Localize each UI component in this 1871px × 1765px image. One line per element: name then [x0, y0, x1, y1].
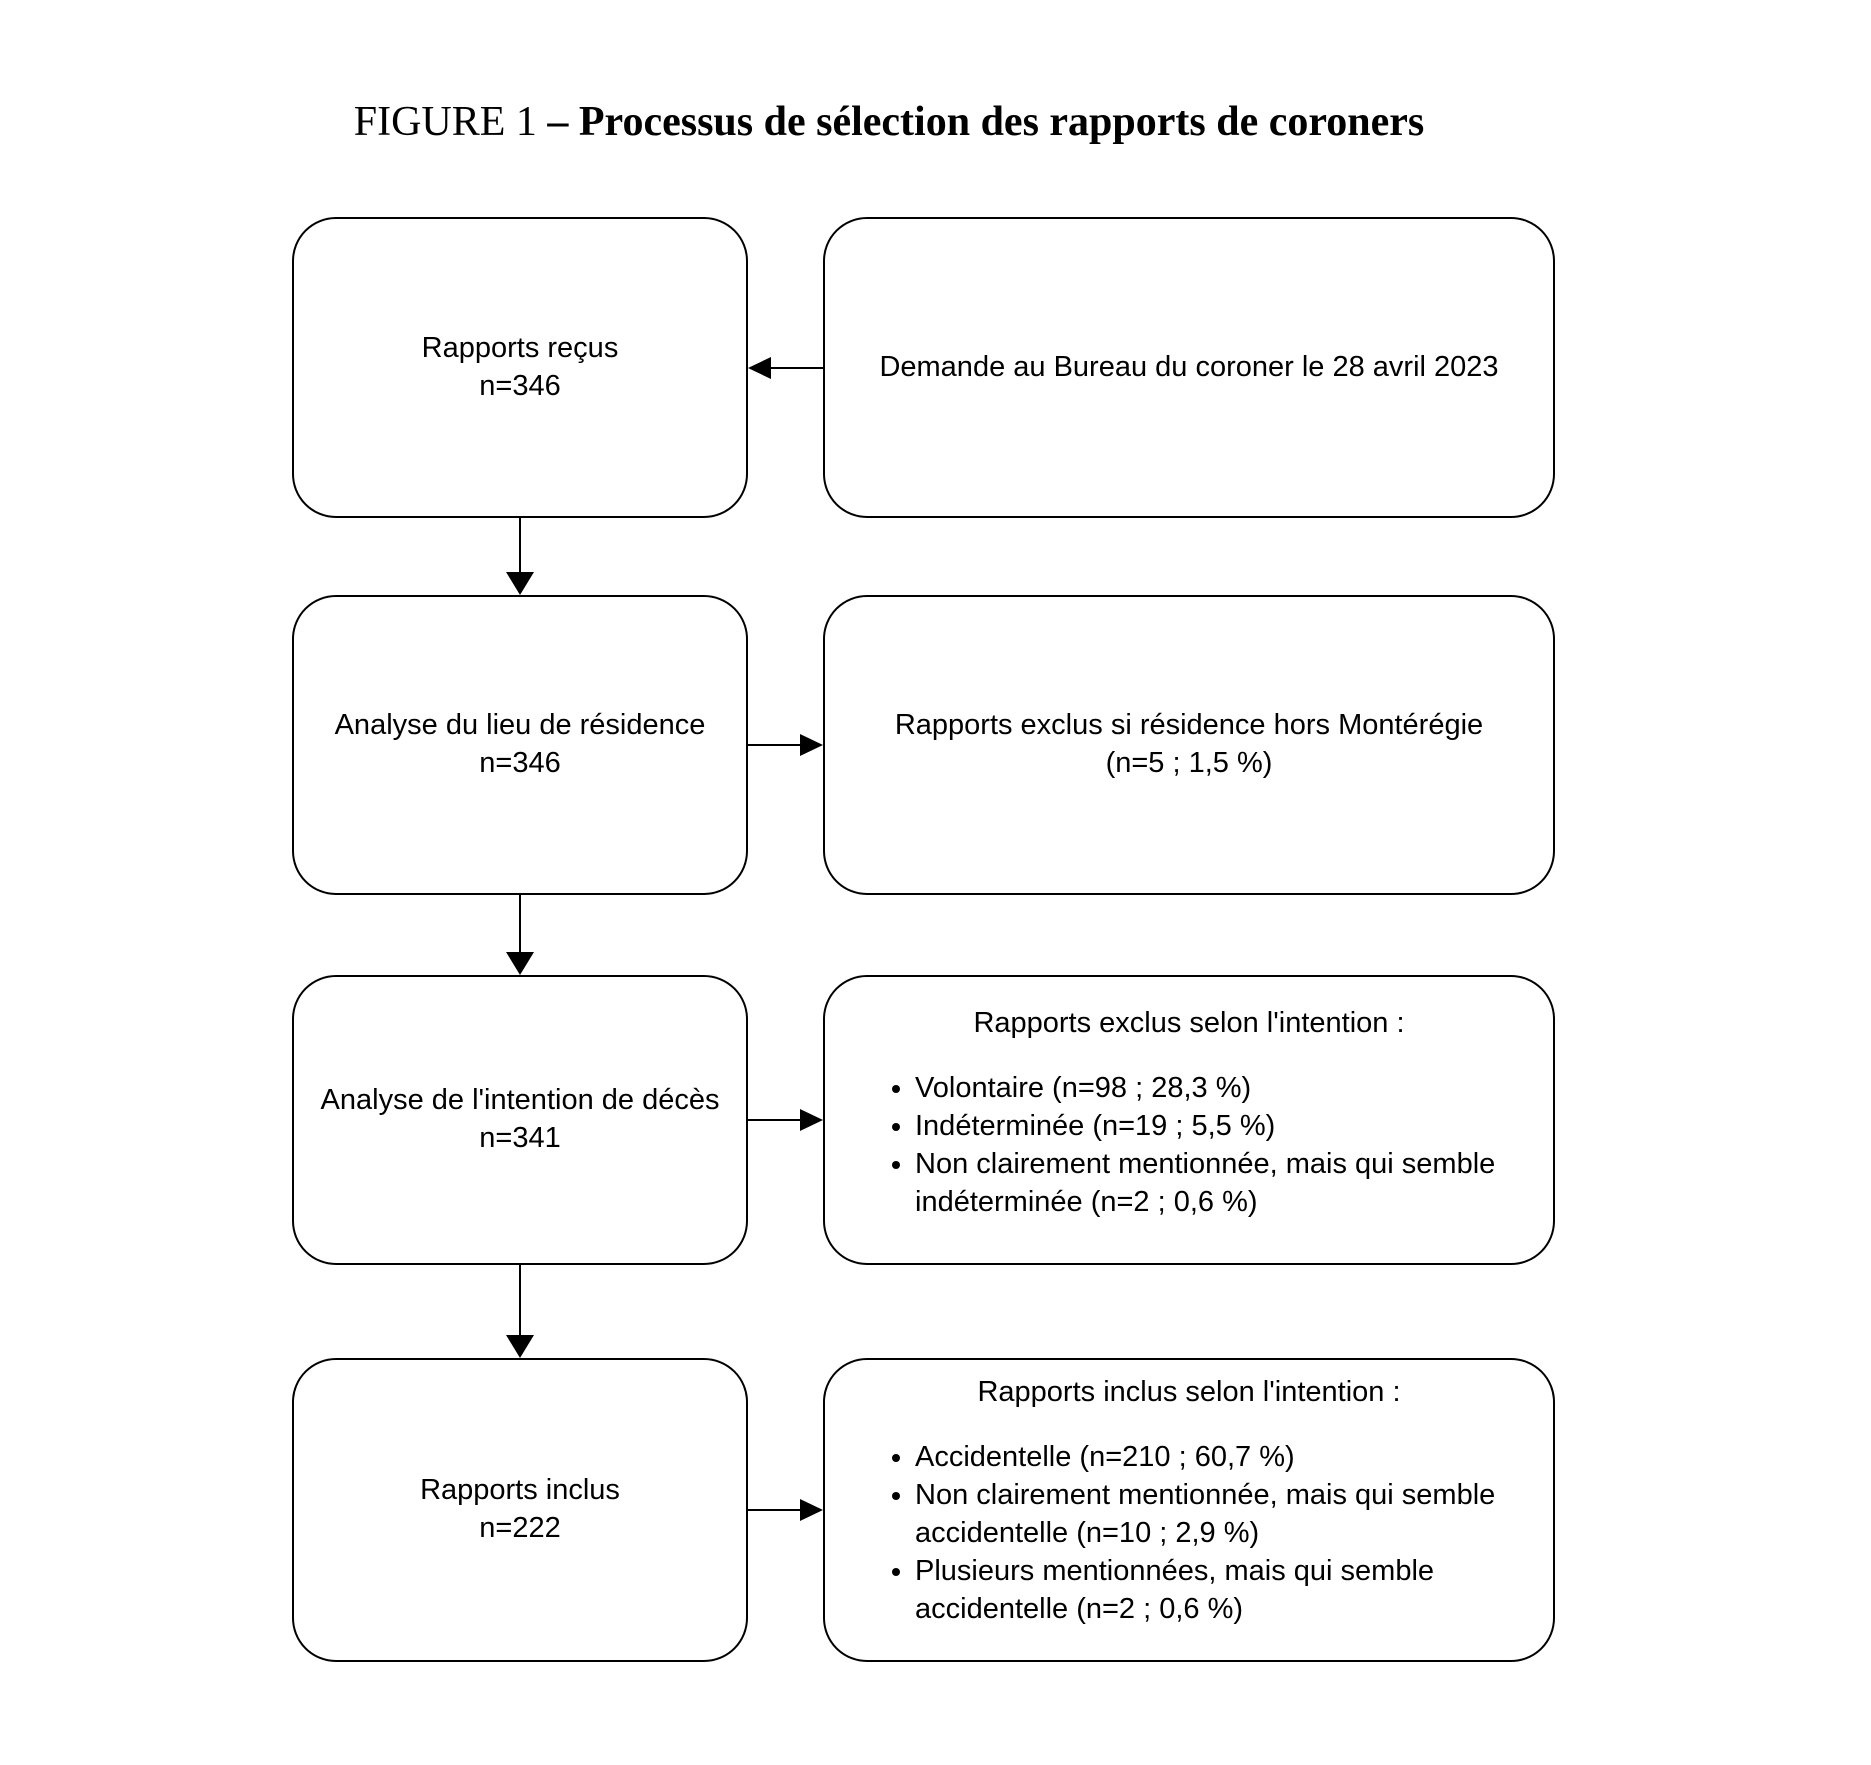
note-line: Demande au Bureau du coroner le 28 avril…	[879, 350, 1499, 383]
arrow-left-line-1	[769, 366, 823, 370]
step-box-analyse-residence: Analyse du lieu de résidence n=346	[292, 595, 748, 895]
note-line: (n=5 ; 1,5 %)	[1105, 747, 1273, 779]
note-box-demande-coroner: Demande au Bureau du coroner le 28 avril…	[823, 217, 1555, 518]
step-label: Analyse de l'intention de décès	[320, 1084, 720, 1117]
arrow-down-line-2	[518, 895, 522, 954]
note-bullet: Non clairement mentionnée, mais qui semb…	[915, 1146, 1535, 1222]
arrow-right-line-2	[748, 743, 802, 747]
arrow-down-head-2-icon	[506, 952, 534, 975]
note-bullet-list: Accidentelle (n=210 ; 60,7 %) Non claire…	[825, 1439, 1553, 1629]
step-count: n=341	[479, 1122, 561, 1154]
arrow-right-head-3-icon	[800, 1109, 823, 1131]
note-box-inclus-intention: Rapports inclus selon l'intention : Acci…	[823, 1358, 1555, 1662]
note-bullet: Plusieurs mentionnées, mais qui semble a…	[915, 1553, 1535, 1629]
note-heading: Rapports inclus selon l'intention :	[977, 1376, 1401, 1408]
arrow-down-head-1-icon	[506, 572, 534, 595]
figure-title-label: FIGURE 1	[353, 99, 548, 145]
arrow-right-head-4-icon	[800, 1499, 823, 1521]
step-label: Analyse du lieu de résidence	[334, 709, 706, 742]
note-heading: Rapports exclus selon l'intention :	[973, 1007, 1405, 1039]
arrow-right-line-3	[748, 1118, 802, 1122]
note-line: Rapports exclus si résidence hors Montér…	[894, 709, 1484, 742]
note-box-exclus-residence: Rapports exclus si résidence hors Montér…	[823, 595, 1555, 895]
note-bullet-list: Volontaire (n=98 ; 28,3 %) Indéterminée …	[825, 1070, 1553, 1222]
step-label: Rapports reçus	[421, 331, 619, 364]
step-count: n=346	[479, 747, 561, 779]
step-box-rapports-recus: Rapports reçus n=346	[292, 217, 748, 518]
arrow-down-line-3	[518, 1265, 522, 1337]
figure-title-text: – Processus de sélection des rapports de…	[547, 99, 1425, 145]
figure-title: FIGURE 1 – Processus de sélection des ra…	[0, 97, 1778, 147]
arrow-down-head-3-icon	[506, 1335, 534, 1358]
step-label: Rapports inclus	[420, 1474, 620, 1507]
arrow-right-head-2-icon	[800, 734, 823, 756]
note-bullet: Accidentelle (n=210 ; 60,7 %)	[915, 1439, 1535, 1477]
arrow-right-line-4	[748, 1508, 802, 1512]
note-bullet: Non clairement mentionnée, mais qui semb…	[915, 1477, 1535, 1553]
note-bullet: Volontaire (n=98 ; 28,3 %)	[915, 1070, 1535, 1108]
note-box-exclus-intention: Rapports exclus selon l'intention : Volo…	[823, 975, 1555, 1265]
step-count: n=346	[479, 369, 561, 402]
step-count: n=222	[479, 1512, 561, 1544]
note-bullet: Indéterminée (n=19 ; 5,5 %)	[915, 1108, 1535, 1146]
arrow-down-line-1	[518, 518, 522, 575]
step-box-analyse-intention: Analyse de l'intention de décès n=341	[292, 975, 748, 1265]
step-box-rapports-inclus: Rapports inclus n=222	[292, 1358, 748, 1662]
arrow-left-head-1-icon	[748, 357, 771, 379]
